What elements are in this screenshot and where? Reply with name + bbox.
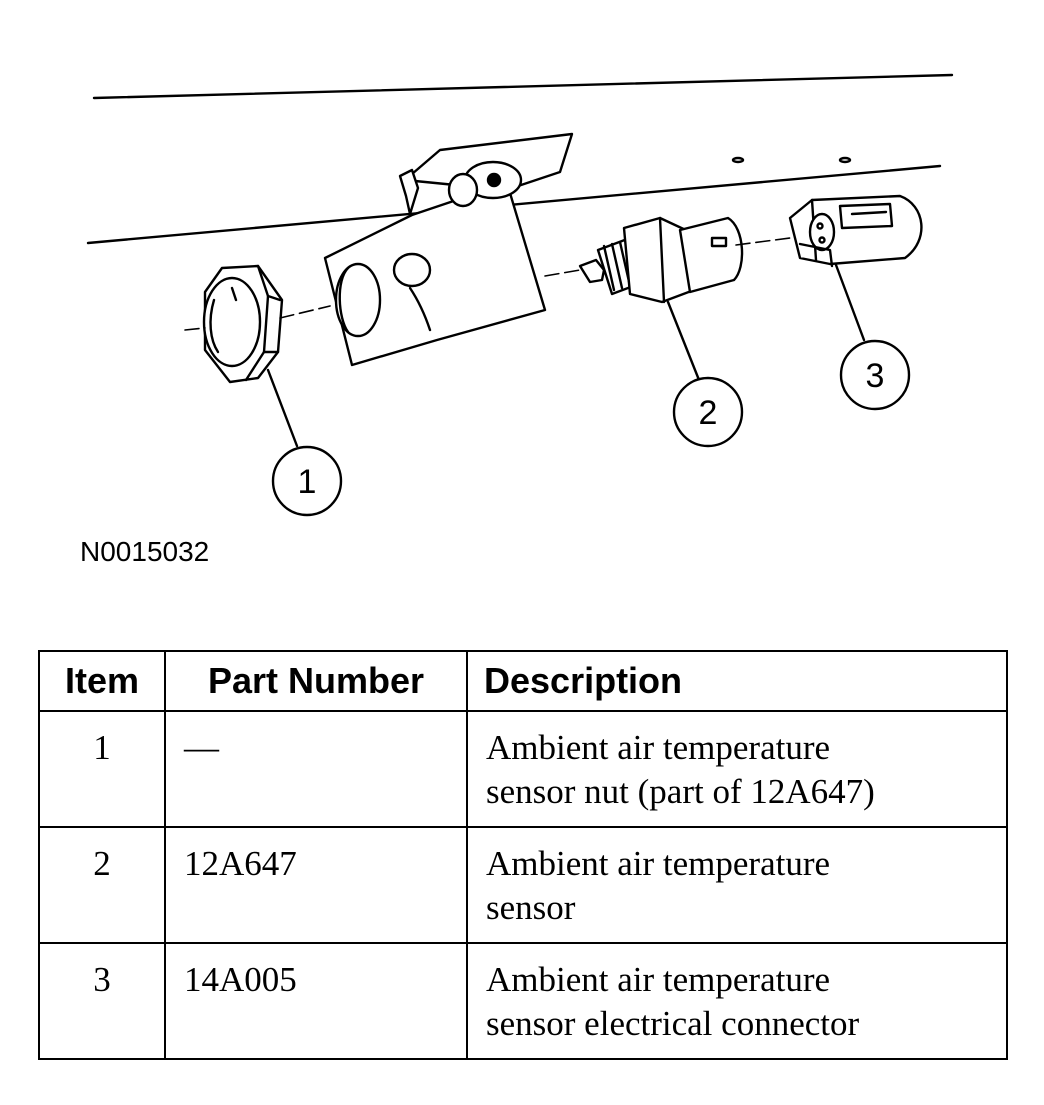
electrical-connector	[788, 194, 923, 268]
description-line: sensor	[486, 888, 576, 927]
description-line: sensor electrical connector	[486, 1004, 860, 1043]
callout-circle-2	[672, 376, 744, 448]
description-line: Ambient air temperature	[486, 844, 831, 883]
leader-line-3	[834, 263, 866, 342]
table-header-row: Item Part Number Description	[38, 650, 1008, 712]
panel-hole	[838, 156, 852, 164]
assembly-centerline	[184, 237, 791, 331]
table-row: 1 — Ambient air temperature sensor nut (p…	[38, 710, 1008, 828]
cell-item: 2	[38, 826, 166, 944]
callout-number-3: 3	[866, 357, 885, 395]
description-line: Ambient air temperature	[486, 960, 831, 999]
cell-description: Ambient air temperature sensor	[466, 826, 1008, 944]
panel-top-edge	[92, 73, 954, 100]
sensor-nut	[202, 264, 284, 384]
panel-hole	[731, 156, 745, 164]
leader-line-2	[666, 300, 701, 382]
callout-number-1: 1	[298, 463, 317, 501]
cell-part-number: 12A647	[164, 826, 468, 944]
table-row: 2 12A647 Ambient air temperature sensor	[38, 826, 1008, 944]
temperature-sensor	[578, 216, 744, 304]
parts-table: Item Part Number Description 1 — Ambient…	[38, 650, 1008, 1060]
description-line: sensor nut (part of 12A647)	[486, 772, 875, 811]
cell-part-number: 14A005	[164, 942, 468, 1060]
callout-number-2: 2	[699, 394, 718, 432]
cell-item: 1	[38, 710, 166, 828]
cell-item: 3	[38, 942, 166, 1060]
leader-line-1	[266, 368, 299, 448]
header-part-number: Part Number	[164, 650, 468, 712]
cell-description: Ambient air temperature sensor electrical…	[466, 942, 1008, 1060]
description-line: Ambient air temperature	[486, 728, 831, 767]
table-row: 3 14A005 Ambient air temperature sensor e…	[38, 942, 1008, 1060]
callout-circle-1	[271, 445, 343, 517]
header-description: Description	[466, 650, 1008, 712]
exploded-view-illustration: 1 2 3	[86, 73, 954, 517]
header-item: Item	[38, 650, 166, 712]
cell-part-number: —	[164, 710, 468, 828]
callout-circle-3	[839, 339, 911, 411]
figure-id: N0015032	[80, 536, 210, 567]
cell-description: Ambient air temperature sensor nut (part …	[466, 710, 1008, 828]
mounting-bracket	[323, 132, 574, 367]
